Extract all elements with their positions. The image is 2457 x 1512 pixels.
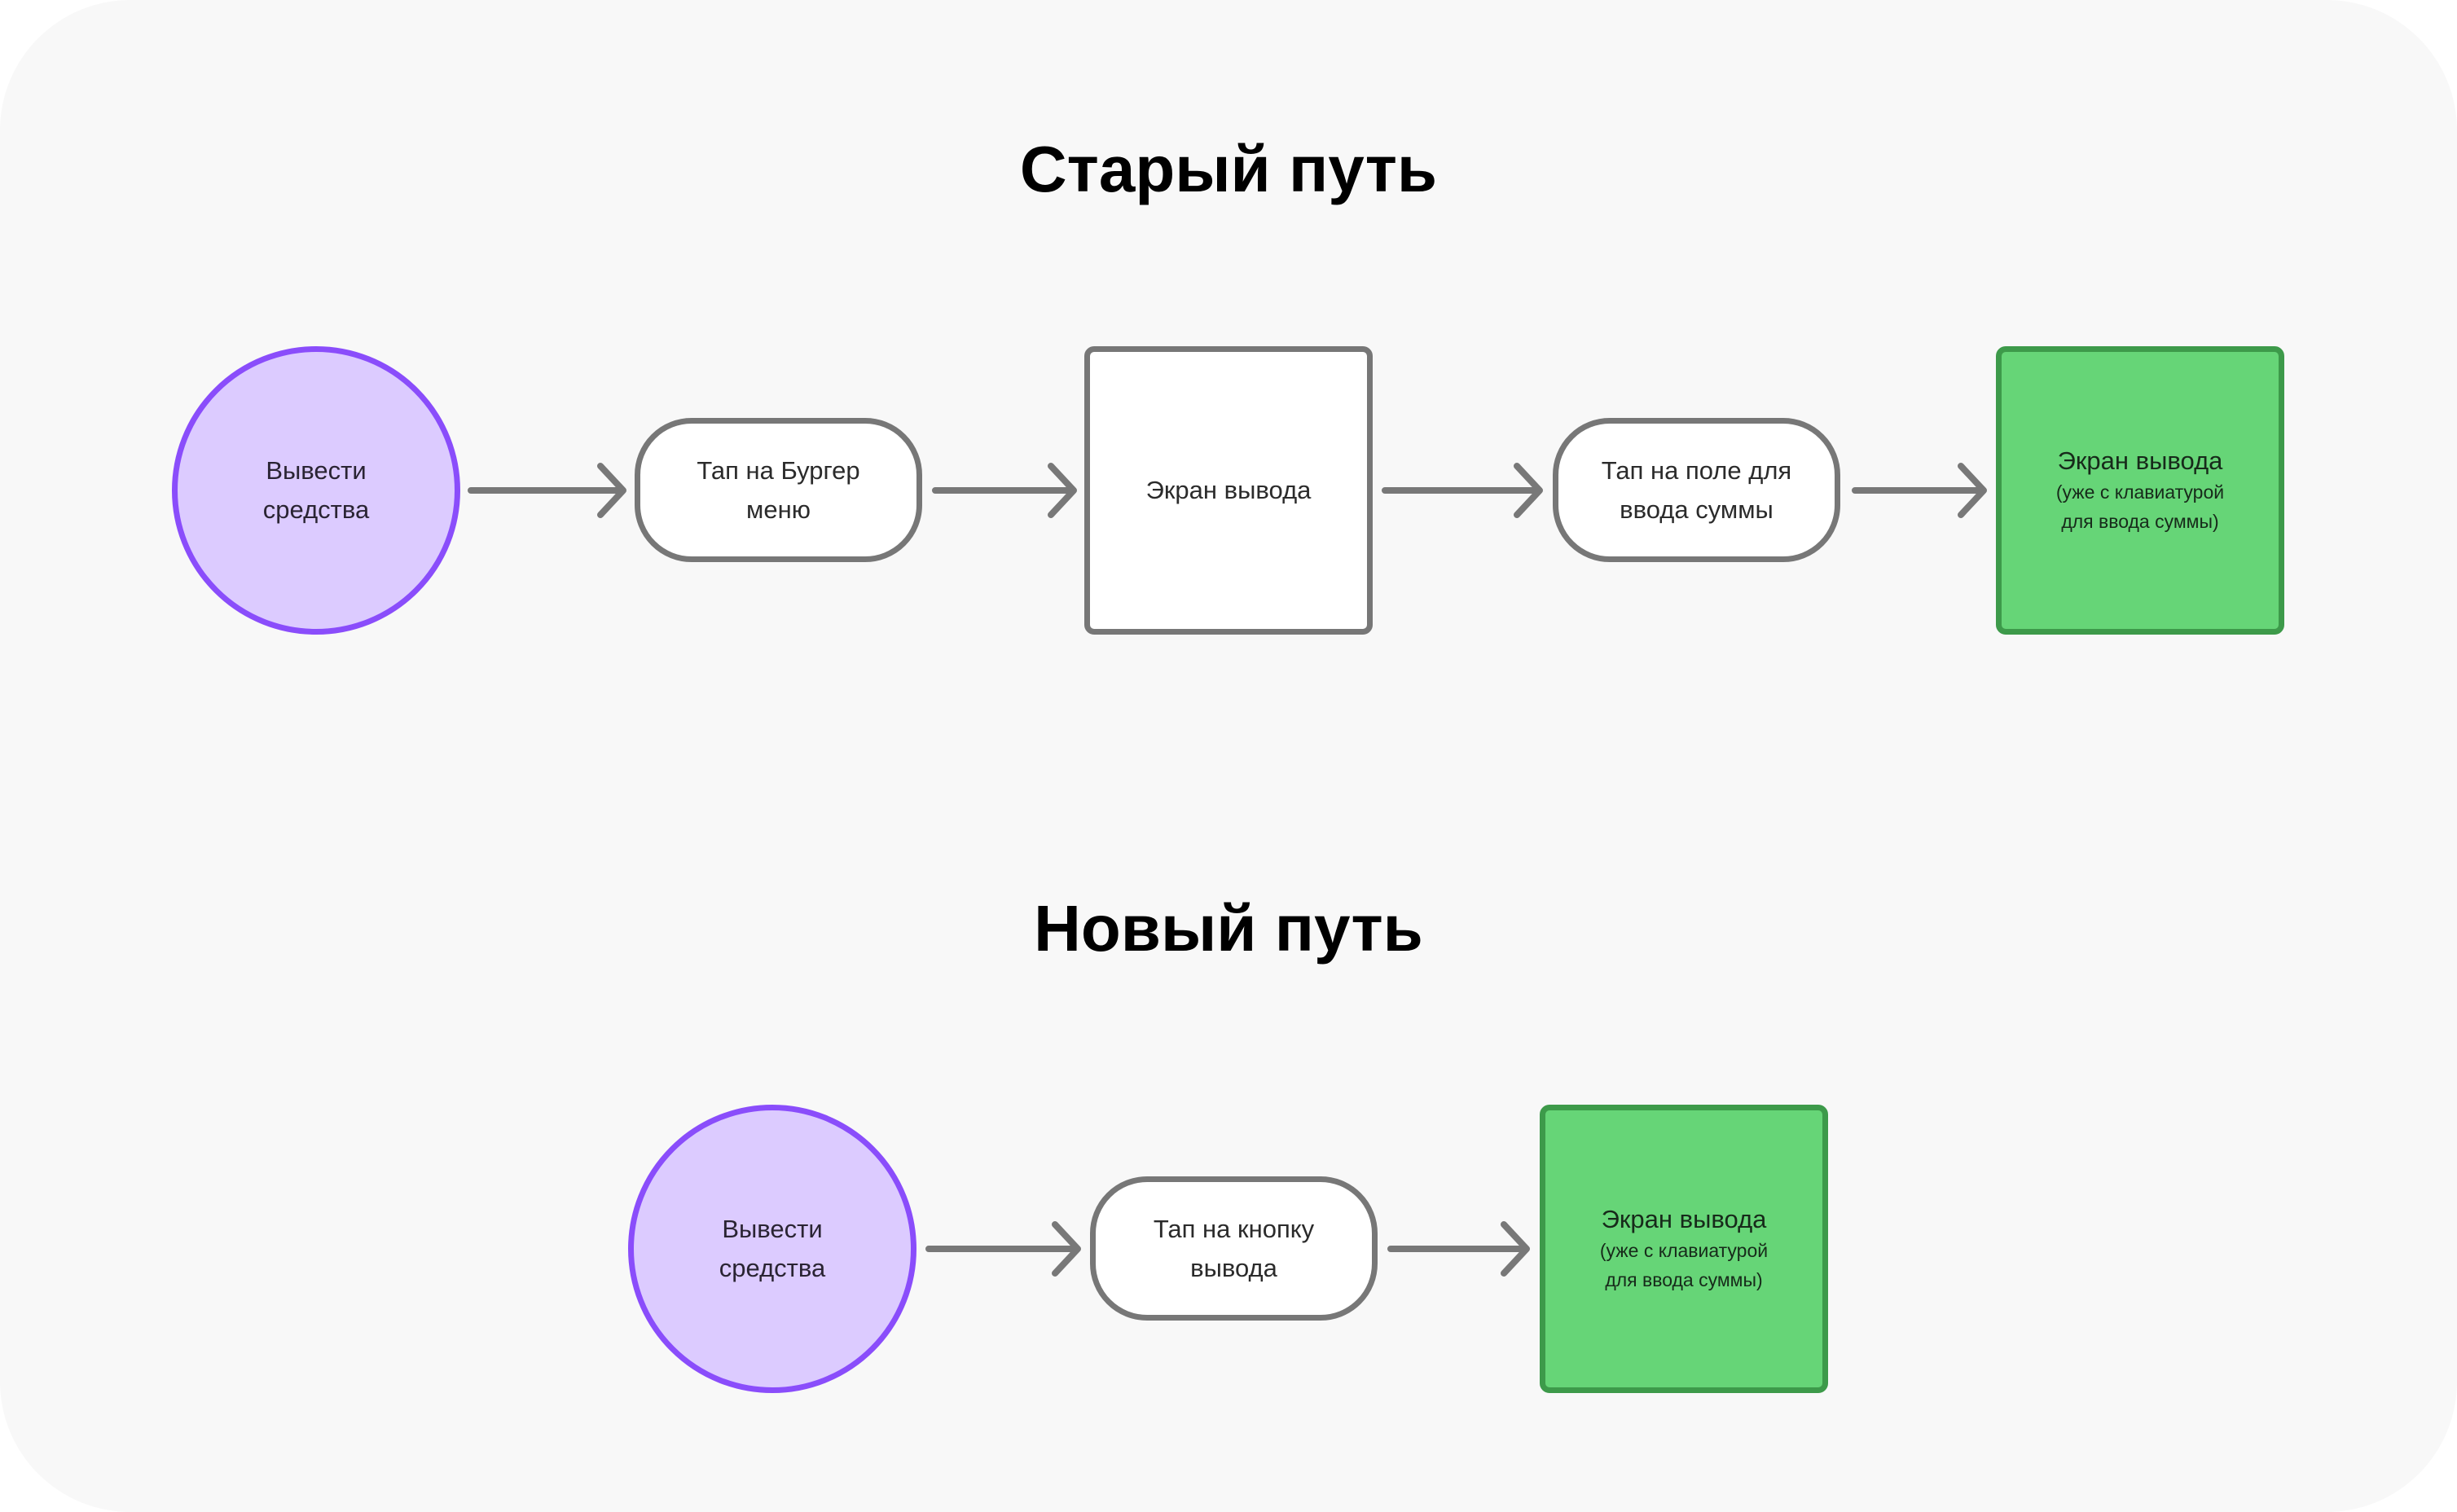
old-withdraw-screen-node[interactable]: Экран вывода: [1084, 346, 1373, 635]
new-result-screen-node[interactable]: Экран вывода (уже с клавиатурой для ввод…: [1540, 1105, 1828, 1393]
new-tap-withdraw-button-node[interactable]: Тап на кнопку вывода: [1090, 1176, 1378, 1321]
node-label: Экран вывода: [1601, 1205, 1767, 1233]
old-start-node[interactable]: Вывести средства: [172, 346, 460, 635]
node-sublabel: (уже с клавиатурой для ввода суммы): [2055, 481, 2225, 532]
node-label: Тап на Бургер меню: [697, 455, 860, 524]
node-label: Вывести средства: [262, 456, 370, 524]
old-tap-burger-menu-node[interactable]: Тап на Бургер меню: [635, 418, 922, 562]
old-path-title: Старый путь: [1019, 133, 1438, 205]
node-label: Вывести средства: [719, 1215, 826, 1282]
node-label: Тап на кнопку вывода: [1153, 1214, 1315, 1282]
node-label: Тап на поле для ввода суммы: [1601, 455, 1792, 524]
old-tap-amount-field-node[interactable]: Тап на поле для ввода суммы: [1553, 418, 1840, 562]
node-label: Экран вывода: [1145, 476, 1312, 504]
node-label: Экран вывода: [2057, 446, 2223, 475]
new-path-title: Новый путь: [1034, 892, 1423, 965]
old-result-screen-node[interactable]: Экран вывода (уже с клавиатурой для ввод…: [1996, 346, 2284, 635]
new-start-node[interactable]: Вывести средства: [628, 1105, 916, 1393]
node-sublabel: (уже с клавиатурой для ввода суммы): [1599, 1240, 1769, 1290]
